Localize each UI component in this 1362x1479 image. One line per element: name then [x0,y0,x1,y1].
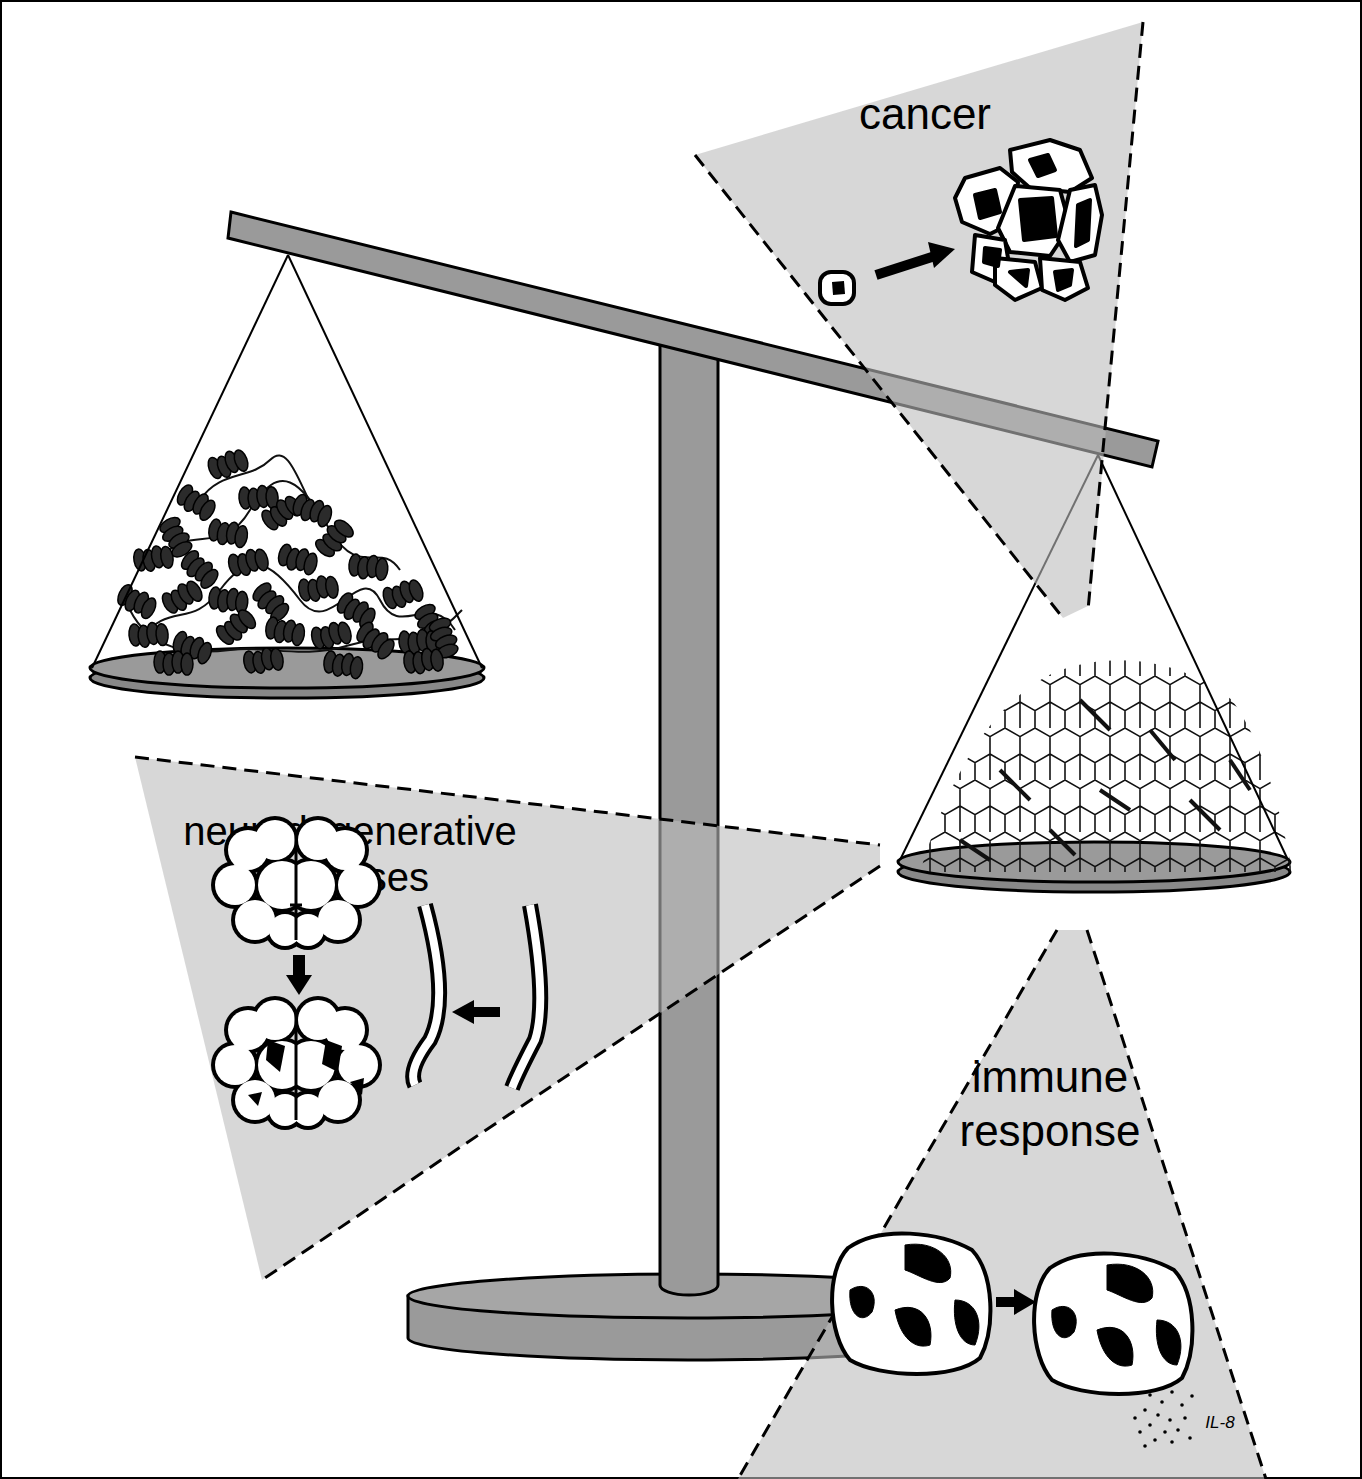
helix [213,605,258,648]
helix [353,620,399,662]
dashed-border [1087,930,1266,1479]
pan-strings [92,255,482,668]
neuron-fibres [413,905,540,1088]
helix [309,619,353,652]
callout-title: immune response [950,1050,1150,1158]
helix [154,651,193,675]
helix [173,482,219,522]
helix [297,573,340,603]
protein-structures [114,446,462,679]
callout-triangle: immune responseIL-8 [735,925,1270,1479]
dashed-border [1088,22,1143,610]
helix [381,576,426,612]
callout-triangle: cancer [690,18,1148,622]
brain-top [211,816,382,950]
cytokine-dots [1133,1390,1194,1448]
triangle-fill [738,930,1266,1479]
dashed-border [262,866,880,1280]
helix [264,616,307,646]
callout-title: neurodegenerative diseases [150,808,550,900]
callout-triangle: neurodegenerative diseases [130,752,885,1284]
dashed-border [695,155,1063,618]
down-arrow [286,955,312,995]
helix [226,546,270,579]
helix [403,647,445,676]
helix [290,493,335,529]
helix [348,554,389,581]
cytokine-label: IL-8 [1188,1413,1252,1433]
helix [159,577,205,617]
helix [128,621,169,648]
brain-bottom [211,996,382,1130]
helix [322,650,364,679]
triangle-outline [735,925,1270,1479]
triangle-fill [135,757,880,1280]
cancer-cells [820,140,1102,304]
dashed-border [738,930,1057,1479]
neutrophil-cells [832,1233,1192,1394]
helix [207,518,250,548]
triangle-fill [695,22,1143,618]
helix [313,516,356,561]
callout-title: cancer [840,88,1010,140]
helix [276,543,320,576]
helix [242,645,285,675]
helix [114,582,159,620]
helix [206,446,251,482]
